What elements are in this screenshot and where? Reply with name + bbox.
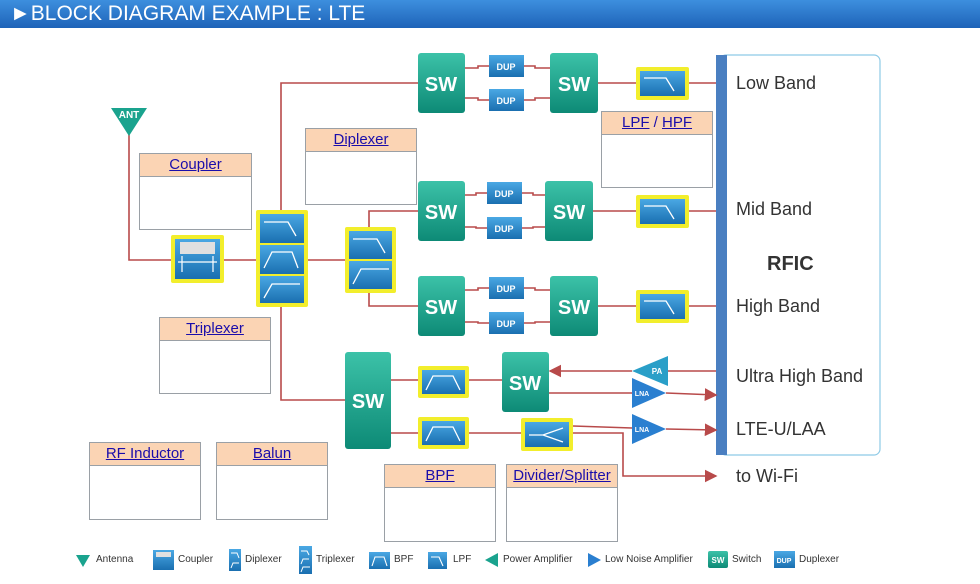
- legend-icons: SW DUP: [76, 546, 795, 574]
- legend-power-amplifier: Power Amplifier: [503, 554, 573, 565]
- switch-high-out: SW: [550, 276, 598, 336]
- switch-uhb-main: SW: [345, 352, 391, 449]
- mid-band-label: Mid Band: [736, 199, 813, 219]
- lna-label: LNA: [635, 391, 649, 398]
- legend-antenna: Antenna: [96, 554, 134, 565]
- triplexer-icon: [299, 546, 312, 574]
- legend-triplexer: Triplexer: [316, 554, 355, 565]
- wires: [128, 65, 718, 483]
- duplexer-label: DUP: [496, 284, 515, 294]
- diplexer-card: Diplexer: [305, 128, 417, 205]
- lpf-mid: [636, 195, 689, 228]
- duplexer-label: DUP: [496, 96, 515, 106]
- lpf-link[interactable]: LPF: [621, 114, 650, 131]
- pa-label: PA: [652, 367, 663, 376]
- legend-bpf: BPF: [394, 554, 414, 565]
- page-title: ►BLOCK DIAGRAM EXAMPLE : LTE: [10, 2, 366, 25]
- lte-u-laa-label: LTE-U/LAA: [736, 419, 826, 439]
- coupler-card: Coupler: [139, 153, 252, 230]
- switch-label: SW: [425, 297, 457, 319]
- switch-label: SW: [558, 74, 590, 96]
- duplexer-icon: [774, 551, 795, 568]
- divider-link[interactable]: Divider/Splitter: [513, 467, 611, 484]
- balun-card: Balun: [216, 442, 328, 520]
- divider-block: [521, 418, 573, 451]
- switch-mid-out: SW: [545, 181, 593, 241]
- switch-high-in: SW: [418, 276, 465, 336]
- lpf-icon: [428, 552, 447, 569]
- coupler-block: [171, 235, 224, 283]
- duplexer-label: DUP: [496, 319, 515, 329]
- switch-low-out: SW: [550, 53, 598, 113]
- legend-low-noise-amplifier: Low Noise Amplifier: [605, 554, 693, 565]
- antenna-icon: [76, 555, 90, 567]
- low-band-label: Low Band: [736, 73, 817, 93]
- legend-duplexer: Duplexer: [799, 554, 840, 565]
- legend-switch: Switch: [732, 554, 762, 565]
- low-noise-amplifier-laa: LNA: [632, 414, 666, 444]
- duplexer-label: DUP: [494, 189, 513, 199]
- bpf-link[interactable]: BPF: [425, 467, 455, 484]
- switch-mid-in: SW: [418, 181, 465, 241]
- wifi-label: to Wi-Fi: [736, 466, 798, 486]
- legend-coupler: Coupler: [178, 554, 214, 565]
- coupler-link[interactable]: Coupler: [169, 156, 222, 173]
- legend-lpf: LPF: [453, 554, 472, 565]
- switch-uhb: SW: [502, 352, 549, 412]
- rf-inductor-link[interactable]: RF Inductor: [105, 445, 185, 462]
- power-amplifier: PA: [632, 356, 668, 386]
- bpf-card: BPF: [384, 464, 496, 542]
- lpf-hpf-separator: /: [653, 114, 658, 131]
- lpf-high: [636, 290, 689, 323]
- divider-card: Divider/Splitter: [506, 464, 618, 542]
- bpf-laa: [418, 417, 469, 449]
- lpf-low: [636, 67, 689, 100]
- hpf-link[interactable]: HPF: [662, 114, 693, 131]
- balun-link[interactable]: Balun: [252, 445, 292, 462]
- antenna-label: ANT: [119, 110, 140, 121]
- rf-inductor-card: RF Inductor: [89, 442, 201, 520]
- power-amplifier-icon: [485, 553, 498, 567]
- switch-label: SW: [425, 74, 457, 96]
- bpf-uhb: [418, 366, 469, 398]
- duplexers: DUP DUP DUP DUP DUP DUP: [487, 55, 524, 334]
- triplexer-card: Triplexer: [159, 317, 271, 394]
- duplexer-label: DUP: [496, 62, 515, 72]
- ultra-high-band-label: Ultra High Band: [736, 366, 864, 386]
- switch-label: SW: [352, 391, 384, 413]
- rfic-label: RFIC: [767, 253, 814, 275]
- switch-low-in: SW: [418, 53, 465, 113]
- diplexer-link[interactable]: Diplexer: [333, 131, 389, 148]
- switch-icon: [708, 551, 728, 568]
- low-noise-amplifier-icon: [588, 553, 601, 567]
- switch-badge: SW: [712, 556, 725, 565]
- duplexer-label: DUP: [494, 224, 513, 234]
- antenna-icon: ANT: [111, 108, 147, 136]
- switch-label: SW: [509, 373, 541, 395]
- high-band-label: High Band: [736, 296, 821, 316]
- switch-label: SW: [553, 202, 585, 224]
- lpf-hpf-card: LPF / HPF: [601, 111, 713, 188]
- triplexer-link[interactable]: Triplexer: [186, 320, 244, 337]
- bpf-icon: [369, 552, 390, 569]
- duplexer-badge: DUP: [777, 558, 792, 565]
- lna-label: LNA: [635, 427, 649, 434]
- switch-label: SW: [558, 297, 590, 319]
- title-bar: ►BLOCK DIAGRAM EXAMPLE : LTE: [0, 0, 980, 28]
- low-noise-amplifier-uhb: LNA: [632, 378, 666, 408]
- rfic-bar: [716, 55, 727, 455]
- legend-diplexer: Diplexer: [245, 554, 282, 565]
- triplexer-block: [256, 210, 308, 307]
- switch-label: SW: [425, 202, 457, 224]
- diplexer-block: [345, 227, 396, 293]
